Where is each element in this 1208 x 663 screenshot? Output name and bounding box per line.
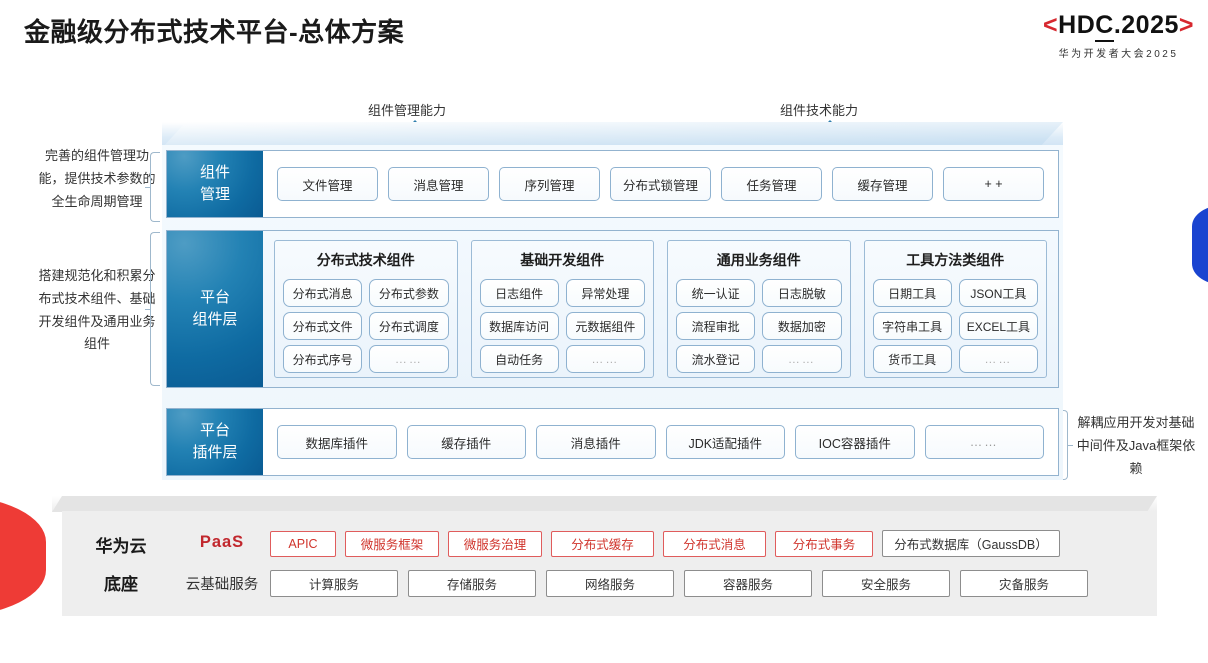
group-title-distributed-tech: 分布式技术组件 <box>316 252 415 268</box>
cell-date-tool[interactable]: 日期工具 <box>872 279 952 307</box>
group-title-common-business: 通用业务组件 <box>716 252 801 268</box>
logo-bracket-right-icon: > <box>1178 11 1194 39</box>
chip-ioc-container-plugin[interactable]: IOC容器插件 <box>795 425 915 459</box>
hdc-logo-main: <HDC.2025> <box>1043 11 1194 42</box>
logo-text-b: C <box>1095 11 1114 42</box>
cell-currency-tool[interactable]: 货币工具 <box>872 345 952 373</box>
logo-text-c: .2025 <box>1113 11 1179 39</box>
plugin-layer-items: 数据库插件 缓存插件 消息插件 JDK适配插件 IOC容器插件 …… <box>263 409 1058 475</box>
cell-excel-tool[interactable]: EXCEL工具 <box>958 312 1038 340</box>
platform-plugin-layer-row: 平台 插件层 数据库插件 缓存插件 消息插件 JDK适配插件 IOC容器插件 …… <box>166 408 1059 476</box>
cell-distributed-more[interactable]: …… <box>369 345 449 373</box>
cell-json-tool[interactable]: JSON工具 <box>958 279 1038 307</box>
cell-common-business-more[interactable]: …… <box>762 345 842 373</box>
chip-distributed-lock-mgmt[interactable]: 分布式锁管理 <box>610 167 711 201</box>
cell-db-access[interactable]: 数据库访问 <box>479 312 559 340</box>
cell-string-tool[interactable]: 字符串工具 <box>872 312 952 340</box>
platform-plugin-layer-label: 平台 插件层 <box>167 409 263 475</box>
brace-plugin-layer <box>1058 410 1073 480</box>
cell-basic-dev-more[interactable]: …… <box>565 345 645 373</box>
paas-chip-distributed-message[interactable]: 分布式消息 <box>663 530 766 557</box>
cloud-chip-network[interactable]: 网络服务 <box>546 570 674 597</box>
platform-component-layer-label: 平台 组件层 <box>167 231 263 387</box>
chip-jdk-adapter-plugin[interactable]: JDK适配插件 <box>665 425 785 459</box>
platform-component-layer-row: 平台 组件层 分布式技术组件 分布式消息 分布式参数 分布式文件 分布式调度 分… <box>166 230 1059 388</box>
cloud-chip-container[interactable]: 容器服务 <box>684 570 812 597</box>
cloud-chip-disaster-recovery[interactable]: 灾备服务 <box>960 570 1088 597</box>
page-title: 金融级分布式技术平台-总体方案 <box>24 17 405 47</box>
chip-db-plugin[interactable]: 数据库插件 <box>277 425 397 459</box>
chip-cache-plugin[interactable]: 缓存插件 <box>406 425 526 459</box>
paas-items-row: APIC 微服务框架 微服务治理 分布式缓存 分布式消息 分布式事务 分布式数据… <box>270 530 1060 557</box>
chip-message-mgmt[interactable]: 消息管理 <box>388 167 489 201</box>
cloud-base-panel <box>62 511 1157 616</box>
chip-cache-mgmt[interactable]: 缓存管理 <box>832 167 933 201</box>
component-management-row: 组件 管理 文件管理 消息管理 序列管理 分布式锁管理 任务管理 缓存管理 + … <box>166 150 1059 218</box>
component-groups: 分布式技术组件 分布式消息 分布式参数 分布式文件 分布式调度 分布式序号 ……… <box>263 231 1058 387</box>
group-title-tool-methods: 工具方法类组件 <box>906 252 1005 268</box>
paas-row-label: PaaS <box>199 533 245 551</box>
cloud-service-items-row: 计算服务 存储服务 网络服务 容器服务 安全服务 灾备服务 <box>270 570 1088 597</box>
logo-text-a: HD <box>1058 11 1096 39</box>
group-tool-methods: 工具方法类组件 日期工具 JSON工具 字符串工具 EXCEL工具 货币工具 …… <box>863 240 1047 378</box>
cell-unified-auth[interactable]: 统一认证 <box>676 279 756 307</box>
blue-lens-decoration <box>1192 205 1208 285</box>
cloud-service-row-label: 云基础服务 <box>185 577 259 593</box>
chip-task-mgmt[interactable]: 任务管理 <box>721 167 822 201</box>
chip-file-mgmt[interactable]: 文件管理 <box>277 167 378 201</box>
group-grid-basic-dev: 日志组件 异常处理 数据库访问 元数据组件 自动任务 …… <box>479 279 645 373</box>
cloud-chip-storage[interactable]: 存储服务 <box>408 570 536 597</box>
cell-log-component[interactable]: 日志组件 <box>479 279 559 307</box>
chip-message-plugin[interactable]: 消息插件 <box>536 425 656 459</box>
group-grid-common-business: 统一认证 日志脱敏 流程审批 数据加密 流水登记 …… <box>676 279 842 373</box>
hdc-logo: <HDC.2025> 华为开发者大会2025 <box>1043 11 1194 60</box>
cloud-chip-security[interactable]: 安全服务 <box>822 570 950 597</box>
cell-tool-methods-more[interactable]: …… <box>958 345 1038 373</box>
group-distributed-tech: 分布式技术组件 分布式消息 分布式参数 分布式文件 分布式调度 分布式序号 …… <box>274 240 458 378</box>
paas-chip-distributed-database[interactable]: 分布式数据库（GaussDB） <box>882 530 1060 557</box>
paas-chip-apic[interactable]: APIC <box>270 530 336 557</box>
side-note-plugin-layer: 解耦应用开发对基础中间件及Java框架依赖 <box>1076 415 1196 476</box>
group-basic-dev: 基础开发组件 日志组件 异常处理 数据库访问 元数据组件 自动任务 …… <box>470 240 654 378</box>
chip-sequence-mgmt[interactable]: 序列管理 <box>499 167 600 201</box>
paas-chip-distributed-transaction[interactable]: 分布式事务 <box>775 530 873 557</box>
arrow-label-right: 组件技术能力 <box>780 103 859 118</box>
paas-chip-microservice-governance[interactable]: 微服务治理 <box>448 530 542 557</box>
cell-exception-handling[interactable]: 异常处理 <box>565 279 645 307</box>
cell-distributed-schedule[interactable]: 分布式调度 <box>369 312 449 340</box>
cell-data-encryption[interactable]: 数据加密 <box>762 312 842 340</box>
hdc-logo-subtitle: 华为开发者大会2025 <box>1058 48 1179 60</box>
cell-metadata-component[interactable]: 元数据组件 <box>565 312 645 340</box>
group-grid-tool-methods: 日期工具 JSON工具 字符串工具 EXCEL工具 货币工具 …… <box>872 279 1038 373</box>
side-note-component-mgmt: 完善的组件管理功能，提供技术参数的全生命周期管理 <box>38 148 156 209</box>
cell-distributed-seq[interactable]: 分布式序号 <box>283 345 363 373</box>
arrow-label-left: 组件管理能力 <box>368 103 447 118</box>
component-management-items: 文件管理 消息管理 序列管理 分布式锁管理 任务管理 缓存管理 + + <box>263 151 1058 217</box>
cell-distributed-param[interactable]: 分布式参数 <box>369 279 449 307</box>
side-note-component-layer: 搭建规范化和积累分布式技术组件、基础开发组件及通用业务组件 <box>38 268 156 352</box>
cell-distributed-message[interactable]: 分布式消息 <box>283 279 363 307</box>
cell-transaction-record[interactable]: 流水登记 <box>676 345 756 373</box>
cloud-base-title: 华为云 底座 <box>95 537 147 595</box>
chip-plugin-more[interactable]: …… <box>924 425 1044 459</box>
chip-more-plus[interactable]: + + <box>943 167 1044 201</box>
panel-top-slab <box>162 122 1063 148</box>
cloud-base-top-slab <box>52 496 1157 512</box>
logo-bracket-left-icon: < <box>1043 11 1059 39</box>
cell-process-approval[interactable]: 流程审批 <box>676 312 756 340</box>
component-management-label: 组件 管理 <box>167 151 263 217</box>
group-title-basic-dev: 基础开发组件 <box>520 252 605 268</box>
red-wedge-decoration <box>0 496 46 616</box>
brace-component-layer <box>145 232 160 386</box>
cell-log-masking[interactable]: 日志脱敏 <box>762 279 842 307</box>
group-common-business: 通用业务组件 统一认证 日志脱敏 流程审批 数据加密 流水登记 …… <box>667 240 851 378</box>
cloud-chip-compute[interactable]: 计算服务 <box>270 570 398 597</box>
cell-auto-task[interactable]: 自动任务 <box>479 345 559 373</box>
brace-component-mgmt <box>145 152 160 222</box>
group-grid-distributed-tech: 分布式消息 分布式参数 分布式文件 分布式调度 分布式序号 …… <box>283 279 449 373</box>
paas-chip-distributed-cache[interactable]: 分布式缓存 <box>551 530 654 557</box>
paas-chip-microservice-framework[interactable]: 微服务框架 <box>345 530 439 557</box>
cell-distributed-file[interactable]: 分布式文件 <box>283 312 363 340</box>
